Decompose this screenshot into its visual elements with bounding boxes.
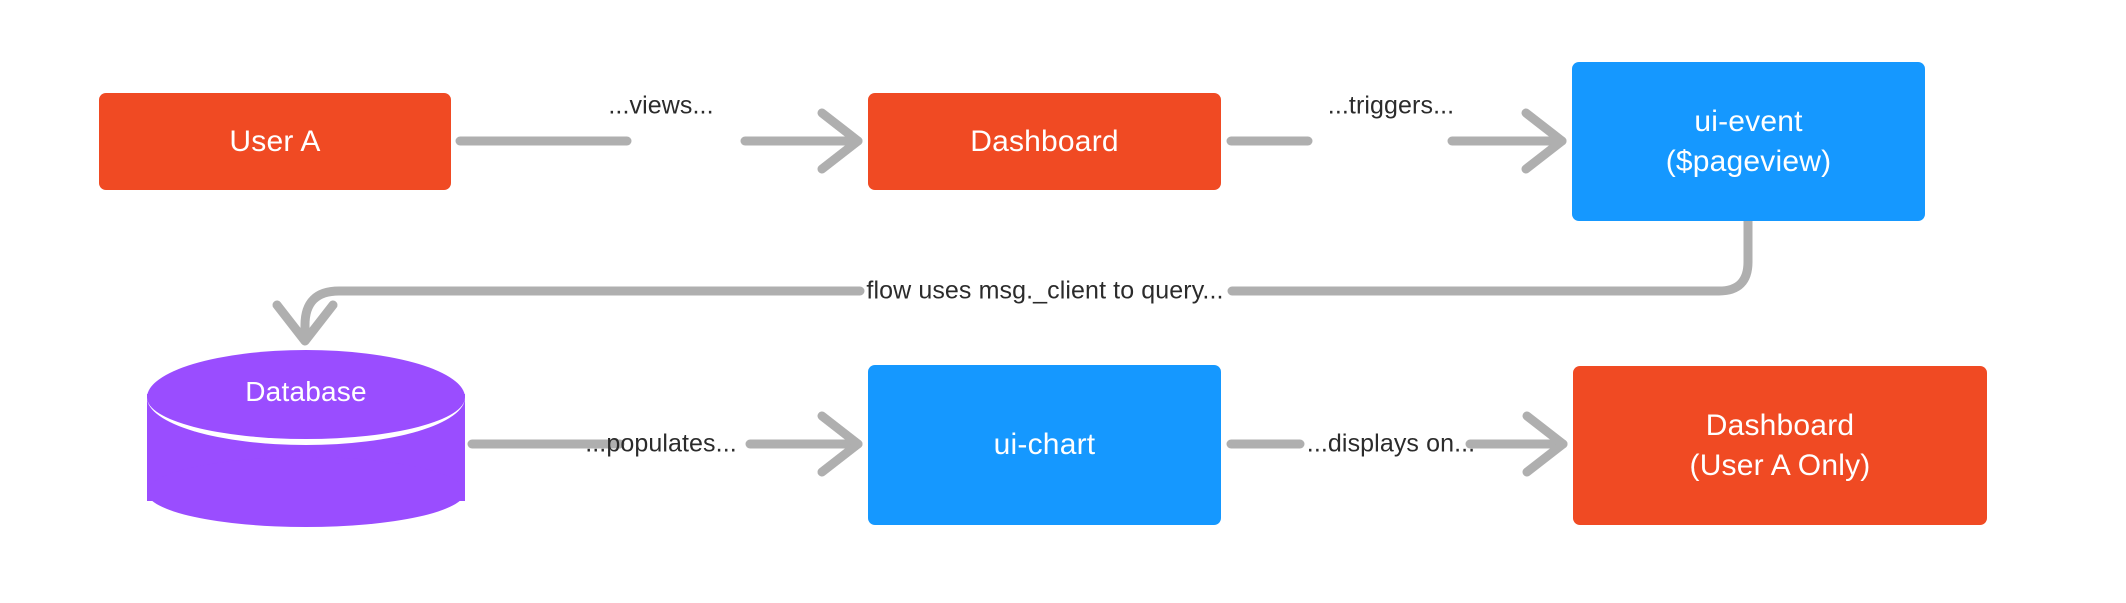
node-ui-event-label: ui-event: [1694, 104, 1803, 138]
arrowhead-dashboard-to-ui-event: [1521, 108, 1567, 174]
node-dashboard-bottom-sublabel: (User A Only): [1689, 448, 1871, 482]
node-dashboard-bottom-label: Dashboard: [1705, 408, 1855, 442]
node-user-a[interactable]: User A: [99, 93, 451, 190]
node-user-a-label: User A: [229, 124, 321, 158]
node-ui-event-sublabel: ($pageview): [1665, 144, 1832, 178]
arrowhead-database-to-ui-chart: [817, 411, 863, 477]
node-database[interactable]: Database: [147, 350, 465, 527]
arrowhead-user-a-to-dashboard: [817, 108, 863, 174]
node-database-label: Database: [245, 376, 367, 407]
node-dashboard-top[interactable]: Dashboard: [868, 93, 1221, 190]
node-ui-chart[interactable]: ui-chart: [868, 365, 1221, 525]
arrowhead-ui-event-to-database: [272, 300, 338, 346]
node-dashboard-top-label: Dashboard: [970, 124, 1119, 158]
edge-label-displays: ...displays on...: [1306, 429, 1476, 458]
database-cylinder-bottom: [147, 457, 465, 527]
edge-ui-event-to-database-right: [1227, 216, 1753, 296]
edge-label-views: ...views...: [608, 91, 714, 120]
node-dashboard-bottom[interactable]: Dashboard (User A Only): [1573, 366, 1987, 525]
edge-ui-event-to-database-left: [300, 286, 865, 344]
arrowhead-ui-chart-to-dashboard: [1522, 411, 1568, 477]
edge-label-flow-query: flow uses msg._client to query...: [866, 276, 1224, 305]
database-cylinder-top: [147, 350, 465, 445]
node-ui-chart-label: ui-chart: [993, 428, 1096, 462]
edge-label-triggers: ...triggers...: [1327, 91, 1455, 120]
edge-label-populates: ...populates...: [585, 429, 737, 458]
node-ui-event[interactable]: ui-event ($pageview): [1572, 62, 1925, 221]
